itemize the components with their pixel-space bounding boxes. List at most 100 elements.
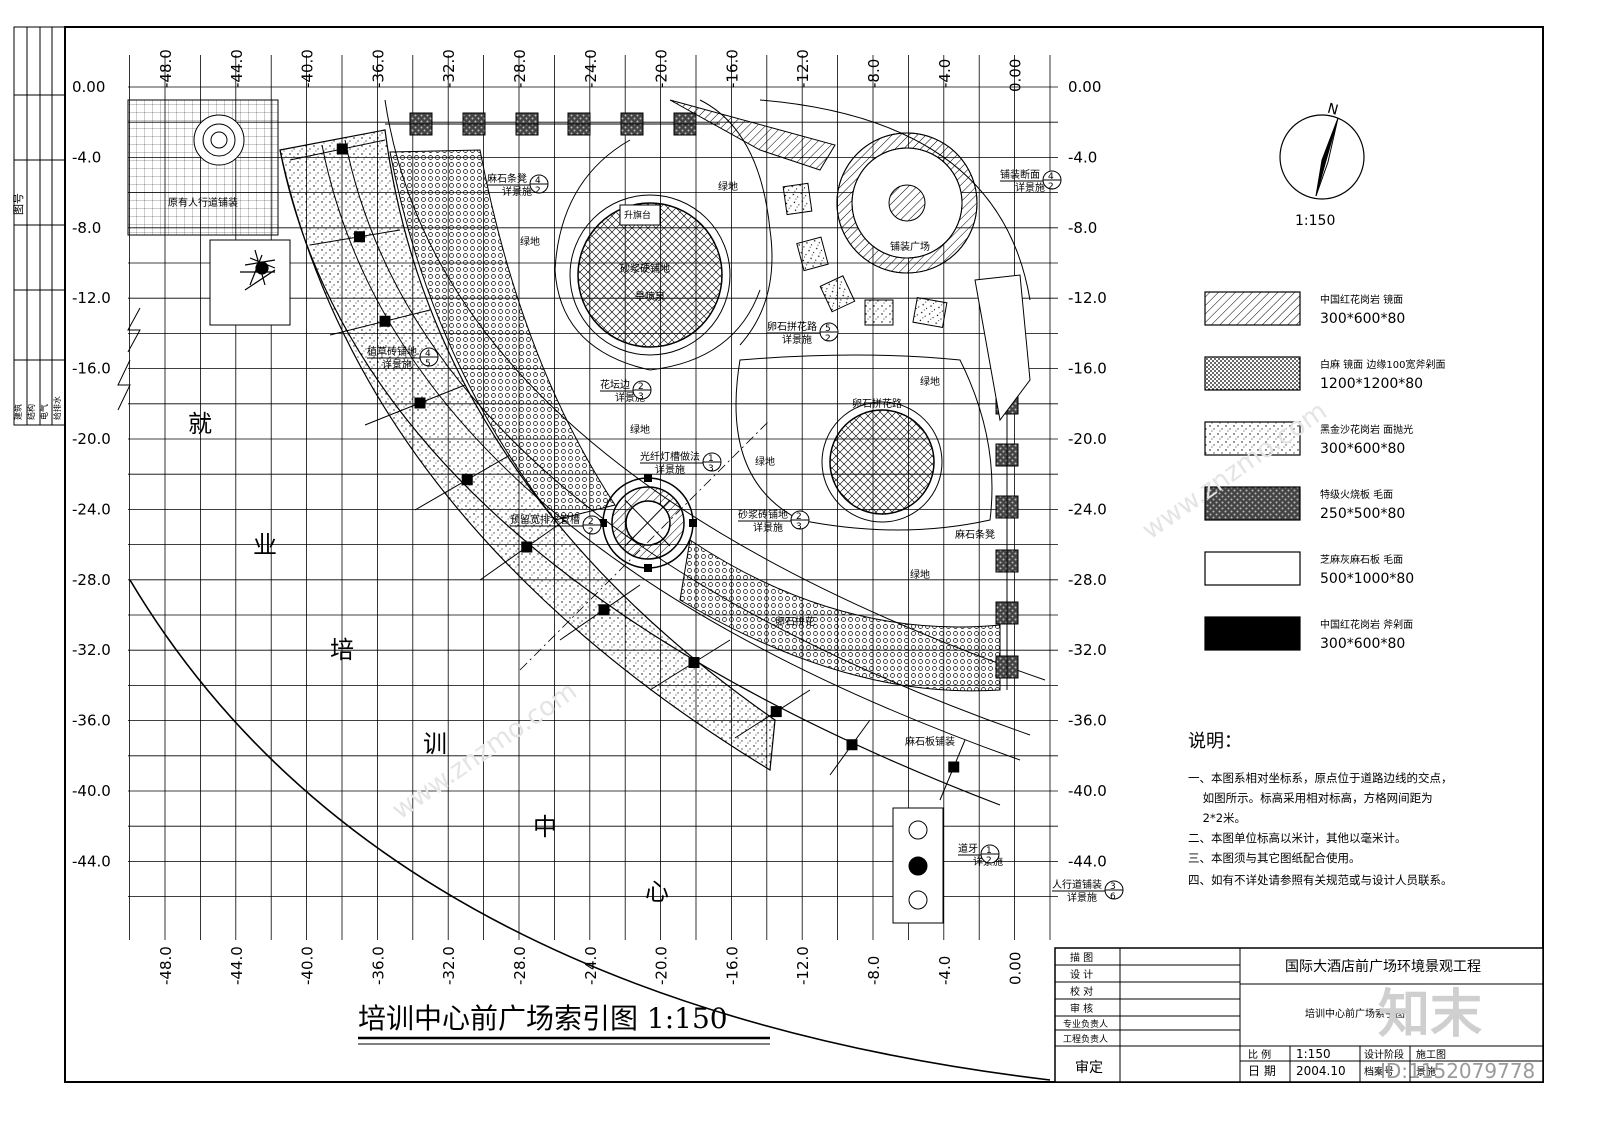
rib-block bbox=[379, 315, 391, 327]
x-tick-label-bottom: -12.0 bbox=[794, 946, 812, 985]
x-tick-label-top: -48.0 bbox=[157, 49, 175, 88]
y-tick-label-left: -40.0 bbox=[72, 782, 111, 800]
y-axis-left: 0.00-4.0-8.0-12.0-16.0-20.0-24.0-28.0-32… bbox=[72, 78, 111, 870]
legend-material: 中国红花岗岩 斧剁面 bbox=[1320, 618, 1413, 631]
rib-block bbox=[948, 761, 960, 773]
paving-plaza: 铺装广场 bbox=[836, 132, 978, 274]
cobble-label: 卵石拼花 bbox=[775, 615, 815, 628]
legend-size: 250*500*80 bbox=[1320, 506, 1405, 522]
drawing-title-block: 培训中心前广场索引图 1:150 bbox=[358, 1002, 770, 1045]
y-tick-label-right: -40.0 bbox=[1068, 782, 1107, 800]
tb-stage-key: 设计阶段 bbox=[1364, 1048, 1404, 1061]
notes-line-2: 2*2米。 bbox=[1188, 811, 1246, 825]
y-tick-label-right: -4.0 bbox=[1068, 148, 1097, 166]
tb-date-key: 日 期 bbox=[1248, 1064, 1276, 1078]
x-tick-label-bottom: -32.0 bbox=[440, 946, 458, 985]
callout-text: 卵石拼花路 bbox=[767, 320, 817, 333]
legend-material: 中国红花岗岩 镜面 bbox=[1320, 293, 1403, 306]
y-tick-label-right: -36.0 bbox=[1068, 712, 1107, 730]
radial-ribs bbox=[289, 139, 966, 801]
strip-role-1: 结构 bbox=[26, 404, 36, 420]
y-tick-label-left: -28.0 bbox=[72, 571, 111, 589]
planting-patch bbox=[209, 239, 291, 326]
callout-text: 铺装断面 bbox=[1000, 168, 1040, 181]
callout-num: 5 bbox=[825, 324, 831, 334]
strip-role-3: 给排水 bbox=[52, 396, 62, 420]
tb-file-key: 档案号 bbox=[1364, 1065, 1394, 1078]
tb-row-3: 审 核 bbox=[1070, 1002, 1093, 1015]
rib-block bbox=[846, 739, 858, 751]
legend-swatch bbox=[1204, 616, 1301, 651]
callout-sub: 详景施 bbox=[782, 333, 812, 346]
callout-num: 2 bbox=[796, 512, 802, 522]
drawing-title: 培训中心前广场索引图 1:150 bbox=[358, 1002, 728, 1035]
x-tick-label-top: -20.0 bbox=[653, 49, 671, 88]
x-axis-top: -48.0-44.0-40.0-36.0-32.0-28.0-24.0-20.0… bbox=[157, 49, 1025, 92]
callout-text: 预留宽排水管槽 bbox=[510, 513, 580, 526]
y-tick-label-left: -32.0 bbox=[72, 641, 111, 659]
green-label-4: 绿地 bbox=[755, 455, 775, 468]
y-tick-label-right: -24.0 bbox=[1068, 500, 1107, 518]
x-tick-label-top: -8.0 bbox=[865, 59, 883, 88]
x-tick-label-bottom: -36.0 bbox=[369, 946, 387, 985]
legend-size: 300*600*80 bbox=[1320, 636, 1405, 652]
callout-den: 3 bbox=[796, 522, 802, 532]
y-tick-label-right: -16.0 bbox=[1068, 360, 1107, 378]
y-tick-label-left: -44.0 bbox=[72, 852, 111, 870]
tb-scale-val: 1:150 bbox=[1296, 1047, 1331, 1061]
green-label-3: 绿地 bbox=[630, 423, 650, 436]
x-tick-label-top: -36.0 bbox=[369, 49, 387, 88]
tb-row-2: 校 对 bbox=[1070, 985, 1093, 998]
outer-frame bbox=[64, 26, 1544, 1083]
sunken-plaza-label: 砂浆硬铺地 bbox=[620, 262, 670, 275]
rib-block bbox=[461, 474, 473, 486]
callout-den: 3 bbox=[708, 464, 714, 474]
x-tick-label-bottom: -48.0 bbox=[157, 946, 175, 985]
x-tick-label-bottom: -28.0 bbox=[511, 946, 529, 985]
tb-date-val: 2004.10 bbox=[1296, 1064, 1346, 1078]
building-char-5: 心 bbox=[645, 878, 669, 906]
tb-project: 国际大酒店前广场环境景观工程 bbox=[1285, 958, 1481, 975]
tb-file-val: 景施 bbox=[1416, 1065, 1436, 1078]
sunken-plaza-label2: 旱喷泉 bbox=[635, 290, 665, 303]
callout-num: 2 bbox=[588, 517, 594, 527]
watermark-brand: 知末 bbox=[1378, 985, 1482, 1045]
watermark-site-2: www.znzmo.com bbox=[1137, 396, 1333, 546]
y-tick-label-left: -20.0 bbox=[72, 430, 111, 448]
building-char-4: 中 bbox=[533, 813, 557, 841]
green-label-5: 绿地 bbox=[920, 375, 940, 388]
callout-num: 4 bbox=[535, 176, 541, 186]
legend-swatch bbox=[1204, 421, 1301, 456]
callout-sub: 详景施 bbox=[1067, 891, 1097, 904]
y-tick-label-right: -12.0 bbox=[1068, 289, 1107, 307]
tb-sheet-name: 培训中心前广场索引图 bbox=[1305, 1007, 1405, 1020]
pebble-bed bbox=[389, 149, 616, 521]
callout-num: 4 bbox=[425, 349, 431, 359]
legend-swatch bbox=[1204, 356, 1301, 391]
rib-block bbox=[688, 657, 700, 668]
tb-approve: 审定 bbox=[1075, 1060, 1103, 1076]
break-mark-left2 bbox=[117, 359, 131, 411]
callout-num: 1 bbox=[986, 846, 992, 856]
y-tick-label-left: -12.0 bbox=[72, 289, 111, 307]
bench-label: 麻石条凳 bbox=[955, 528, 995, 541]
north-scale: 1:150 bbox=[1295, 213, 1335, 229]
plan-labels: 绿地 绿地 绿地 绿地 绿地 卵石拼花路 麻石条凳 麻石板铺装 卵石拼花 绿地 bbox=[520, 180, 995, 748]
watermark-site-1: www.znzmo.com bbox=[387, 676, 583, 826]
x-tick-label-bottom: -8.0 bbox=[865, 956, 883, 985]
legend-swatch bbox=[1204, 486, 1301, 521]
legend-size: 500*1000*80 bbox=[1320, 571, 1414, 587]
x-tick-label-top: -40.0 bbox=[299, 49, 317, 88]
legend-material: 黑金沙花岗岩 面抛光 bbox=[1320, 423, 1413, 436]
sunken-plaza: 升旗台 砂浆硬铺地 旱喷泉 bbox=[554, 139, 761, 371]
callout-den: 2 bbox=[535, 186, 541, 196]
rib-block bbox=[770, 706, 782, 718]
callout-den: 6 bbox=[1110, 892, 1116, 902]
x-axis-bottom: -48.0-44.0-40.0-36.0-32.0-28.0-24.0-20.0… bbox=[157, 946, 1025, 985]
callout-sub: 详景施 bbox=[753, 521, 783, 534]
